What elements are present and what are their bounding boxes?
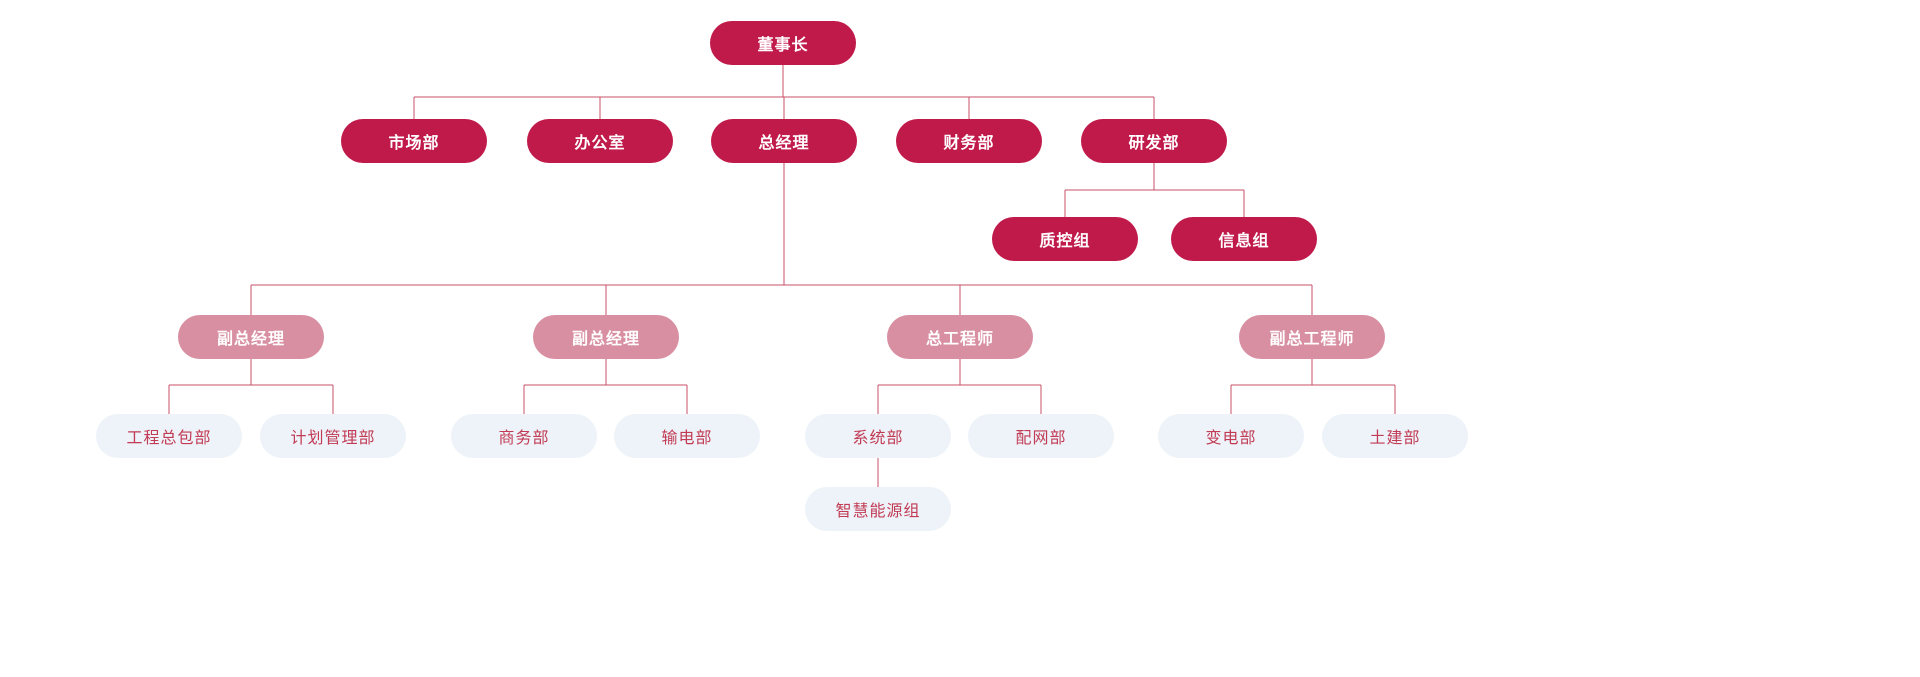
org-node-deputy-gm-2: 副总经理 [533,315,679,359]
connector-deputy-chief-engineer-children [1230,359,1396,414]
org-node-rnd: 研发部 [1081,119,1227,163]
org-node-transmission: 输电部 [614,414,760,458]
org-node-commerce: 商务部 [451,414,597,458]
connector-rnd-children [1064,163,1245,217]
org-node-substation: 变电部 [1158,414,1304,458]
org-node-distribution: 配网部 [968,414,1114,458]
org-node-civil: 土建部 [1322,414,1468,458]
org-node-quality-control: 质控组 [992,217,1138,261]
connector-general-manager-children [250,163,1313,315]
org-node-marketing: 市场部 [341,119,487,163]
org-node-planning: 计划管理部 [260,414,406,458]
org-node-deputy-gm-1: 副总经理 [178,315,324,359]
org-node-epc: 工程总包部 [96,414,242,458]
org-node-office: 办公室 [527,119,673,163]
connector-chief-engineer-children [877,359,1042,414]
connector-deputy-gm-2-children [523,359,688,414]
org-node-smart-energy: 智慧能源组 [805,487,951,531]
connector-deputy-gm-1-children [168,359,334,414]
org-node-general-manager: 总经理 [711,119,857,163]
org-node-finance: 财务部 [896,119,1042,163]
org-node-system: 系统部 [805,414,951,458]
org-node-chairman: 董事长 [710,21,856,65]
connector-chairman-children [413,65,1155,119]
org-node-deputy-chief-engineer: 副总工程师 [1239,315,1385,359]
org-node-chief-engineer: 总工程师 [887,315,1033,359]
org-node-information: 信息组 [1171,217,1317,261]
